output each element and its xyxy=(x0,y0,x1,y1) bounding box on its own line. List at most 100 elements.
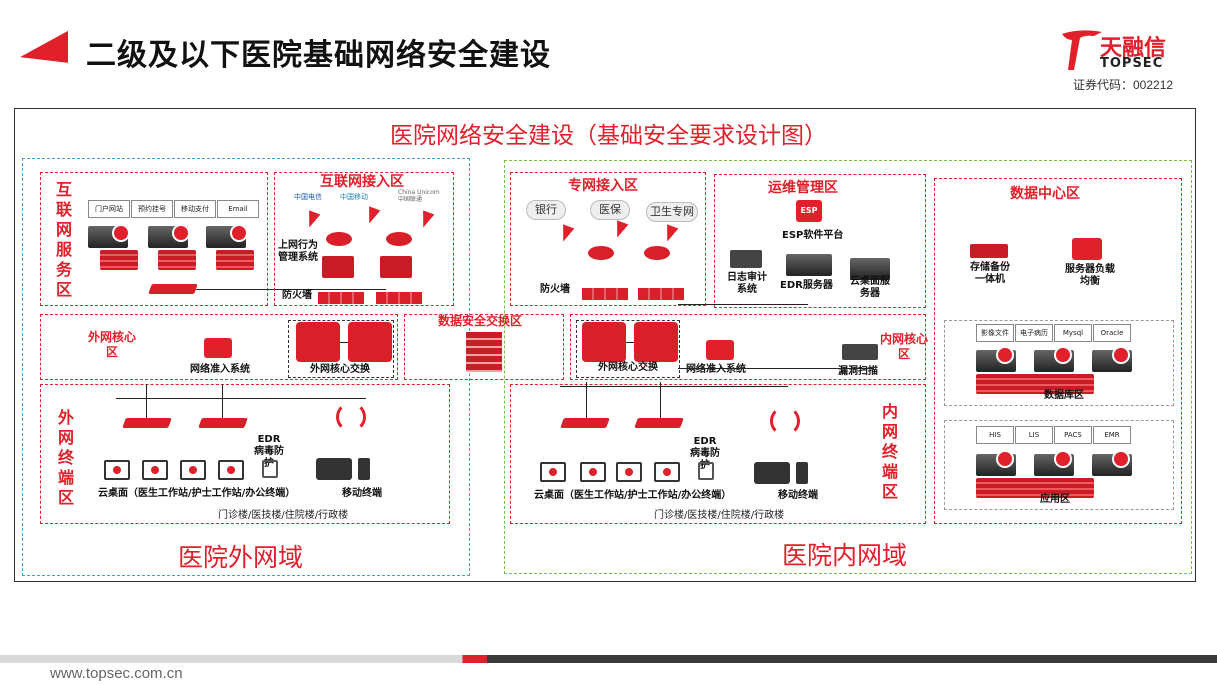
behavior-mgmt-label: 上网行为管理系统 xyxy=(278,240,318,263)
load-balancer-icon xyxy=(1072,238,1102,260)
outer-core-switch-label: 外网核心交换 xyxy=(310,364,370,375)
desktop-icon xyxy=(180,460,206,480)
vdi-server-icon xyxy=(850,258,890,280)
outer-core-zone xyxy=(40,314,398,380)
inner-core-switch-label: 外网核心交换 xyxy=(598,362,658,373)
inner-core-label: 内网核心区 xyxy=(880,332,929,361)
desktop-icon xyxy=(142,460,168,480)
edr-server-icon xyxy=(786,254,832,276)
service-tab: 移动支付 xyxy=(174,200,216,218)
app-tab: LIS xyxy=(1015,426,1053,444)
db-tab: 影像文件 xyxy=(976,324,1014,342)
db-tab: Mysql xyxy=(1054,324,1092,342)
desktop-icon xyxy=(540,462,566,482)
application-area xyxy=(944,420,1174,510)
firewall-icon xyxy=(376,292,422,304)
hc-badge-icon xyxy=(112,224,130,242)
storage-icon xyxy=(216,250,254,270)
link-line xyxy=(660,382,662,418)
nac-appliance-icon xyxy=(204,338,232,358)
shield-icon xyxy=(262,460,278,478)
desktop-icon xyxy=(218,460,244,480)
audit-appliance-icon xyxy=(322,256,354,278)
access-switch-icon xyxy=(122,418,172,428)
app-tab: PACS xyxy=(1054,426,1092,444)
page-title: 二级及以下医院基础网络安全建设 xyxy=(86,38,551,73)
link-line xyxy=(340,342,348,344)
link-line xyxy=(116,398,366,400)
database-area xyxy=(944,320,1174,406)
cloud-insurance: 医保 xyxy=(590,200,630,220)
access-switch-icon xyxy=(560,418,610,428)
outer-edr-label: EDR病毒防护 xyxy=(254,434,284,469)
storage-icon xyxy=(976,374,1094,394)
hc-badge-icon xyxy=(996,346,1014,364)
desktop-icon xyxy=(616,462,642,482)
core-switch-icon xyxy=(348,322,392,362)
topsec-logo-mark-icon xyxy=(1062,30,1102,70)
wireless-ap-icon xyxy=(336,402,366,432)
db-tab: 电子病历 xyxy=(1015,324,1053,342)
vuln-scanner-icon xyxy=(842,344,878,360)
service-tab: Email xyxy=(217,200,259,218)
datacenter-label: 数据中心区 xyxy=(1010,186,1080,202)
stock-code: 证券代码：002212 xyxy=(1073,78,1174,92)
router-icon xyxy=(644,246,670,260)
service-tab: 预约挂号 xyxy=(131,200,173,218)
lb-label: 服务器负载均衡 xyxy=(1065,264,1115,287)
router-icon xyxy=(588,246,614,260)
router-icon xyxy=(386,232,412,246)
cloud-health-network: 卫生专网 xyxy=(646,202,698,222)
shield-icon xyxy=(698,462,714,480)
link-line xyxy=(222,384,224,418)
db-area-label: 数据库区 xyxy=(1044,390,1084,401)
backup-label: 存储备份一体机 xyxy=(970,262,1010,285)
link-line xyxy=(146,384,148,418)
log-audit-label: 日志审计系统 xyxy=(727,272,767,295)
outer-mobile-label: 移动终端 xyxy=(342,488,382,499)
diagram-title: 医院网络安全建设（基础安全要求设计图） xyxy=(390,123,827,149)
service-tab: 门户网站 xyxy=(88,200,130,218)
access-switch-icon xyxy=(198,418,248,428)
data-exchange-label: 数据安全交换区 xyxy=(438,314,523,328)
link-line xyxy=(560,386,788,388)
outer-terminal-zone xyxy=(40,384,450,524)
footer-url[interactable]: www.topsec.com.cn xyxy=(50,665,183,682)
phone-icon xyxy=(796,462,808,484)
core-switch-icon xyxy=(296,322,340,362)
hc-badge-icon xyxy=(996,450,1014,468)
app-area-label: 应用区 xyxy=(1040,494,1070,505)
inner-network-zone xyxy=(504,160,1192,574)
app-tab: HIS xyxy=(976,426,1014,444)
storage-icon xyxy=(158,250,196,270)
storage-icon xyxy=(100,250,138,270)
outer-domain-label: 医院外网域 xyxy=(178,543,304,572)
internet-service-label: 互联网服务区 xyxy=(55,180,72,299)
switch-icon xyxy=(148,284,198,294)
inner-core-switch-group xyxy=(576,320,680,378)
desktop-icon xyxy=(654,462,680,482)
esp-badge: ESP xyxy=(796,200,822,222)
vdi-server-label: 云桌面服务器 xyxy=(850,276,890,299)
internet-access-zone xyxy=(274,172,454,306)
logo-name-en: TOPSEC xyxy=(1100,56,1164,71)
inner-buildings-label: 门诊楼/医技楼/住院楼/行政楼 xyxy=(654,510,785,521)
datacenter-zone xyxy=(934,178,1182,524)
storage-icon xyxy=(976,478,1094,498)
cloud-bank: 银行 xyxy=(526,200,566,220)
hc-badge-icon xyxy=(1054,346,1072,364)
inner-terminal-label: 内网终端区 xyxy=(881,402,898,501)
inner-mobile-label: 移动终端 xyxy=(778,490,818,501)
internet-service-zone xyxy=(40,172,268,306)
ops-management-label: 运维管理区 xyxy=(768,180,838,196)
isp-mobile: 中国移动 xyxy=(340,193,368,201)
desktop-icon xyxy=(104,460,130,480)
nac-appliance-icon xyxy=(706,340,734,360)
internet-access-label: 互联网接入区 xyxy=(320,174,404,190)
audit-appliance-icon xyxy=(380,256,412,278)
hc-badge-icon xyxy=(1112,450,1130,468)
footer-bar xyxy=(0,655,1217,663)
outer-terminal-label: 外网终端区 xyxy=(57,408,74,507)
outer-buildings-label: 门诊楼/医技楼/住院楼/行政楼 xyxy=(218,510,349,521)
link-line xyxy=(626,342,634,344)
